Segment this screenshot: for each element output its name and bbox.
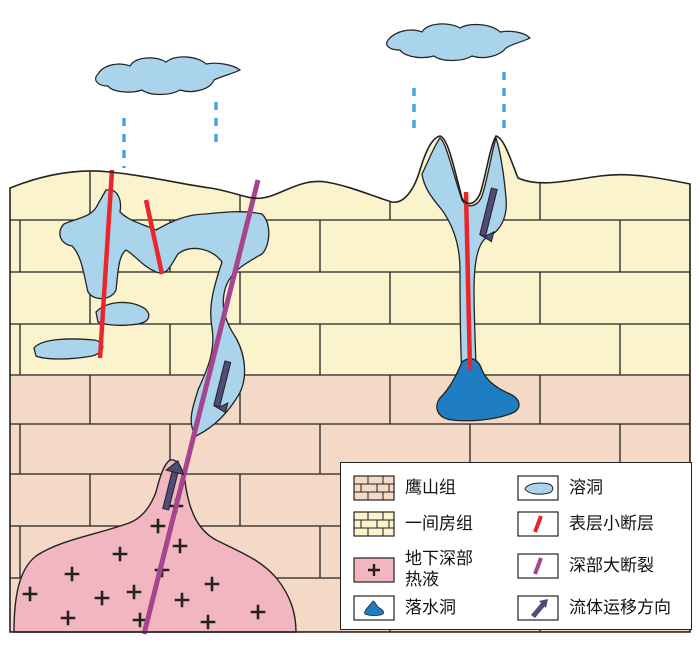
legend-label-sinkhole: 落水洞 <box>405 597 456 618</box>
legend-label-cave: 溶洞 <box>569 477 603 498</box>
plus-mark <box>250 604 266 620</box>
sinkhole-swatch-icon <box>353 595 395 621</box>
cave-swatch-icon <box>517 475 559 501</box>
plus-mark <box>94 590 110 606</box>
sinkhole <box>436 358 520 422</box>
plus-mark <box>112 546 128 562</box>
legend-item-cave: 溶洞 <box>517 475 603 501</box>
plus-mark <box>200 614 216 630</box>
hydrothermal-fluid-body <box>13 459 297 633</box>
clouds <box>95 23 532 96</box>
brick-swatch-pink-icon <box>353 475 395 501</box>
brick-swatch-yellow-icon <box>353 511 395 537</box>
plus-mark <box>132 612 148 628</box>
plus-mark <box>172 538 188 554</box>
fluid-direction-arrows <box>162 187 498 511</box>
fluid-arrow-1 <box>213 360 232 414</box>
rain <box>122 72 506 168</box>
plus-mark <box>22 586 38 602</box>
plus-mark <box>204 576 220 592</box>
plus-mark <box>150 518 166 534</box>
legend-item-yijianfang: 一间房组 <box>353 511 473 537</box>
plus-swatch-icon <box>353 557 395 583</box>
legend-label-surface-fault: 表层小断层 <box>569 513 654 534</box>
legend-label-hydrothermal: 地下深部 热液 <box>405 549 473 590</box>
arrow-swatch-icon <box>517 595 559 621</box>
upper-cave-network <box>59 189 270 437</box>
surface-faults <box>97 169 473 371</box>
plus-mark <box>64 566 80 582</box>
surface-fault-3 <box>463 191 473 371</box>
legend-label-yijianfang: 一间房组 <box>405 513 473 534</box>
plus-mark <box>126 584 142 600</box>
deep-large-fault <box>141 179 261 635</box>
cloud-left <box>95 56 242 96</box>
legend-item-yishan: 鹰山组 <box>353 475 456 501</box>
fluid-arrow-3 <box>479 187 498 243</box>
surface-fault-2 <box>143 199 165 275</box>
plus-mark <box>174 592 190 608</box>
plus-mark <box>60 610 76 626</box>
legend-item-deep-fault: 深部大断裂 <box>517 553 654 579</box>
legend-item-surface-fault: 表层小断层 <box>517 511 654 537</box>
fluid-arrow-2 <box>162 459 185 511</box>
small-cave-2 <box>33 338 104 360</box>
legend-label-fluid-flow: 流体运移方向 <box>569 597 671 618</box>
legend: 鹰山组 一间房组 地下深部 热液 落水洞 溶洞 表层 <box>340 462 692 630</box>
red-bar-swatch-icon <box>517 511 559 537</box>
legend-item-sinkhole: 落水洞 <box>353 595 456 621</box>
purple-bar-swatch-icon <box>517 553 559 579</box>
legend-item-hydrothermal: 地下深部 热液 <box>353 549 473 591</box>
rock-block-outline <box>9 135 691 633</box>
small-cave-1 <box>95 301 150 326</box>
cloud-right <box>386 23 532 62</box>
legend-label-deep-fault: 深部大断裂 <box>569 555 654 576</box>
legend-item-fluid-flow: 流体运移方向 <box>517 595 671 621</box>
legend-label-yishan: 鹰山组 <box>405 477 456 498</box>
surface-fault-1 <box>97 169 115 359</box>
